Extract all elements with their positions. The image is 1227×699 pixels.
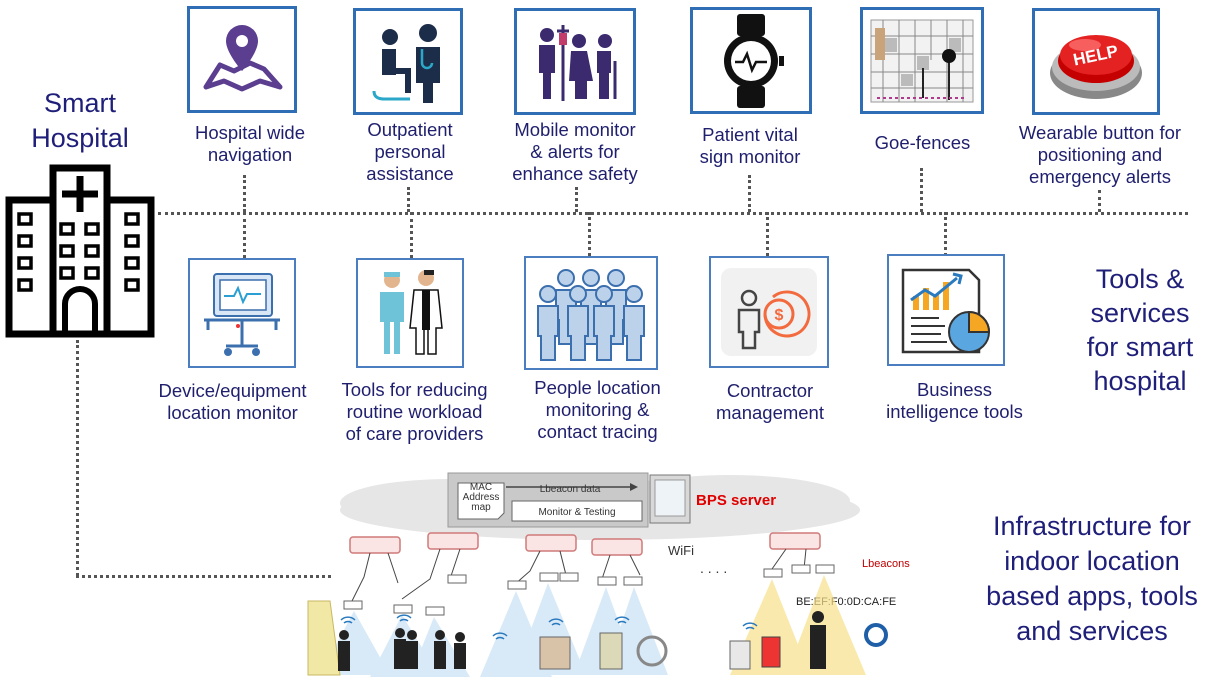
contractor-icon: $ (721, 268, 817, 356)
top-label-help-button: Wearable button for positioning and emer… (1018, 122, 1182, 187)
bottom-label-device: Device/equipment location monitor (158, 380, 307, 423)
connector (243, 212, 246, 258)
help-button-icon: HELP (1050, 35, 1142, 99)
connector (944, 212, 947, 256)
ellipsis-label: . . . . (700, 560, 727, 576)
infra-connector-horizontal (76, 575, 331, 578)
top-label-mobile-monitor: Mobile monitor & alerts for enhance safe… (512, 119, 638, 184)
hospital-building-icon (5, 164, 155, 338)
mac-address-label: BE:EF:F0:0D:CA:FE (796, 596, 896, 608)
svg-text:$: $ (775, 307, 784, 324)
geofence-card (860, 7, 984, 114)
medical-cart-icon (204, 273, 280, 356)
connector (1098, 190, 1101, 212)
bottom-label-contractor: Contractor management (716, 380, 824, 423)
bi-report-icon (901, 268, 991, 354)
connector (748, 175, 751, 212)
navigation-card (187, 6, 297, 113)
top-label-vital-sign: Patient vital sign monitor (699, 124, 801, 167)
business-intel-card (887, 254, 1005, 366)
outpatient-card (353, 8, 463, 115)
wifi-access-points (349, 532, 821, 556)
doctor-patient-icon (372, 24, 440, 103)
infrastructure-diagram: MAC Address map Lbeacon data Monitor & T… (307, 472, 910, 677)
wifi-label: WiFi (668, 543, 694, 558)
connector (243, 175, 246, 212)
map-pin-icon (203, 25, 283, 92)
care-providers-icon (380, 270, 443, 355)
people-group-icon (537, 269, 645, 361)
mac-label-3: map (471, 502, 491, 513)
top-label-navigation: Hospital wide navigation (194, 122, 306, 165)
bottom-label-people-location: People location monitoring & contact tra… (534, 377, 661, 442)
mac-label-1: MAC (470, 482, 492, 493)
people-figures (338, 611, 826, 671)
lbeacon-devices (343, 564, 835, 616)
floor-plan-icon (870, 19, 974, 103)
wifi-signal-icons (340, 614, 758, 640)
lbeacon-data-label: Lbeacon data (540, 484, 601, 495)
connector (407, 187, 410, 212)
page-title: Smart Hospital (31, 88, 129, 153)
mobile-monitor-card (514, 8, 636, 115)
bottom-label-business-intel: Business intelligence tools (886, 379, 1023, 422)
equipment-figures (539, 623, 888, 670)
top-label-outpatient: Outpatient personal assistance (366, 119, 454, 184)
care-tools-card (356, 258, 464, 368)
tools-heading: Tools & services for smart hospital (1086, 264, 1194, 396)
top-label-geofence: Goe-fences (874, 132, 971, 153)
people-location-card (524, 256, 658, 370)
mobile-patients-icon (539, 25, 617, 101)
connector (766, 212, 769, 256)
lbeacons-label: Lbeacons (862, 558, 910, 570)
help-button-card: HELP (1032, 8, 1160, 115)
connector (410, 212, 413, 258)
infra-connector-vertical (76, 340, 79, 576)
main-dotted-line (158, 212, 1188, 215)
bps-server-label: BPS server (696, 492, 776, 509)
bottom-label-care-tools: Tools for reducing routine workload of c… (341, 379, 488, 444)
contractor-card: $ (709, 256, 829, 368)
connector (920, 168, 923, 212)
connector (575, 187, 578, 212)
infra-heading: Infrastructure for indoor location based… (986, 511, 1198, 646)
monitor-testing-label: Monitor & Testing (538, 507, 615, 518)
device-monitor-card (188, 258, 296, 368)
connector (588, 212, 591, 256)
mac-label-2: Address (463, 492, 500, 503)
smartwatch-icon (724, 14, 784, 108)
vital-sign-card (690, 7, 812, 114)
